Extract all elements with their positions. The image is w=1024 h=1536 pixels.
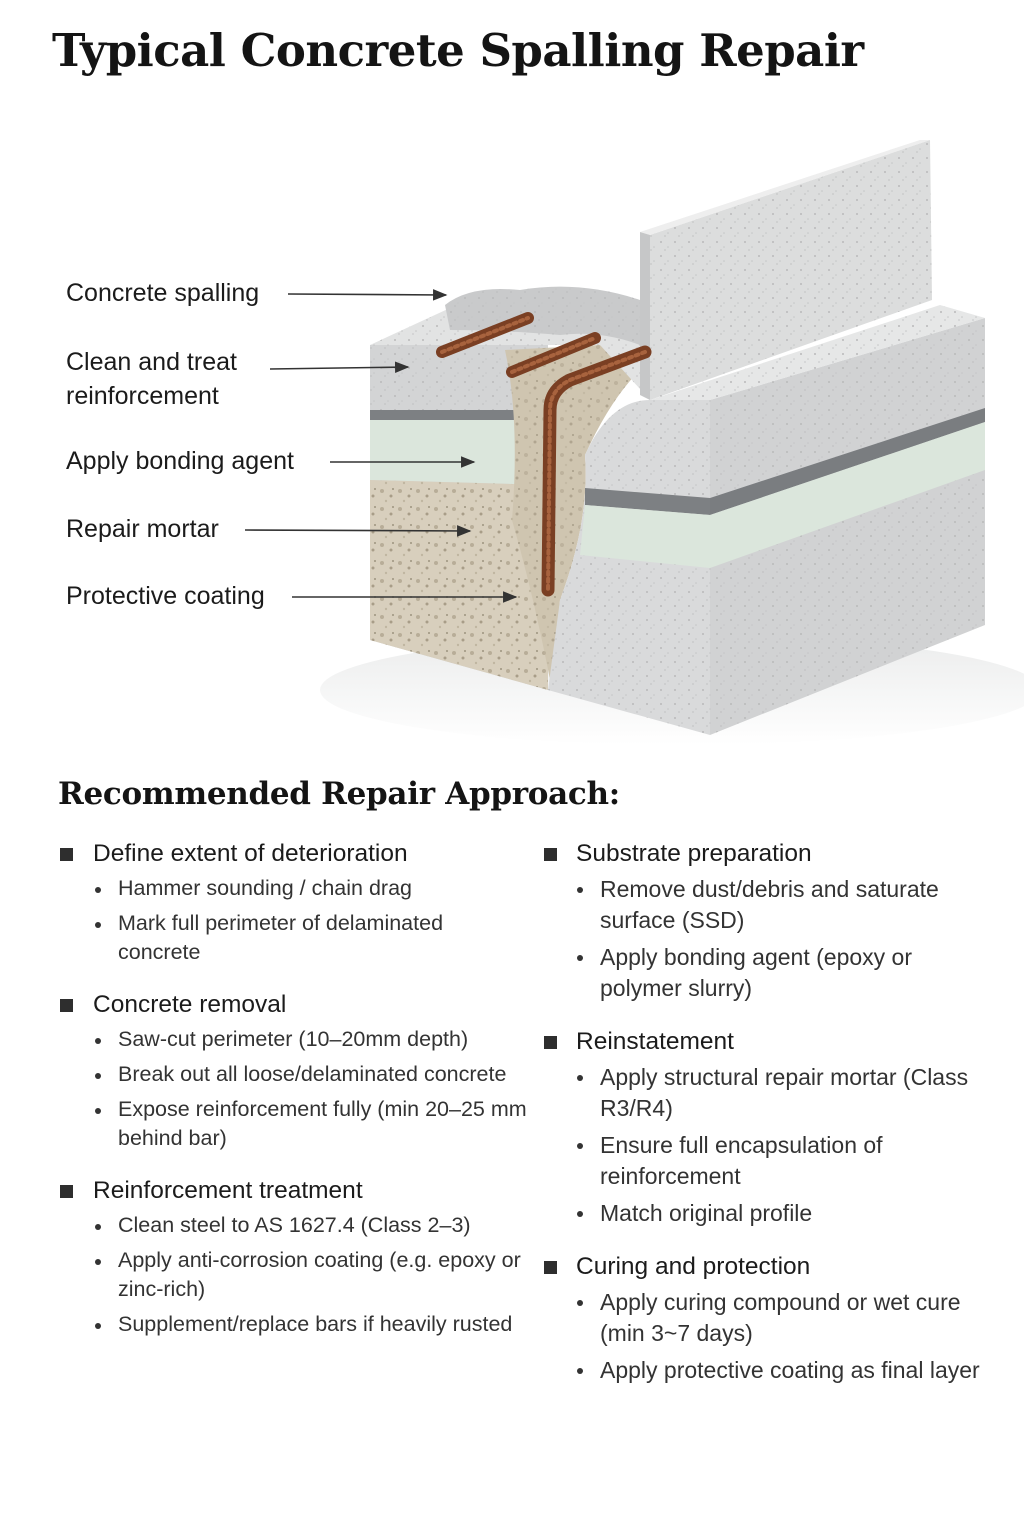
rebar-group — [436, 312, 652, 597]
bullet-dot-icon — [577, 1075, 583, 1081]
list-item: Clean steel to AS 1627.4 (Class 2–3) — [60, 1211, 530, 1240]
step-reinstatement: Reinstatement Apply structural repair mo… — [544, 1026, 994, 1229]
bullet-dot-icon — [577, 1300, 583, 1306]
list-item: Break out all loose/delaminated concrete — [60, 1060, 530, 1089]
step-concrete-removal: Concrete removal Saw-cut perimeter (10–2… — [60, 989, 530, 1153]
list-item: Apply curing compound or wet cure (min 3… — [544, 1287, 994, 1349]
page-title: Typical Concrete Spalling Repair — [52, 24, 864, 77]
list-item: Expose reinforcement fully (min 20–25 mm… — [60, 1095, 530, 1153]
spalling-cross-section-diagram — [244, 140, 1024, 745]
upstand-wall — [640, 140, 932, 400]
bullet-dot-icon — [95, 1259, 101, 1265]
callout-protective-coating: Protective coating — [66, 582, 265, 610]
callout-clean-treat-reinforcement: Clean and treat reinforcement — [66, 348, 237, 410]
bullet-dot-icon — [95, 922, 101, 928]
list-item: Apply bonding agent (epoxy or polymer sl… — [544, 942, 994, 1004]
bullet-dot-icon — [95, 1108, 101, 1114]
bullet-dot-icon — [95, 1323, 101, 1329]
list-item: Match original profile — [544, 1198, 994, 1229]
bullet-dot-icon — [577, 1211, 583, 1217]
list-item: Apply structural repair mortar (Class R3… — [544, 1062, 994, 1124]
list-item: Supplement/replace bars if heavily ruste… — [60, 1310, 530, 1339]
list-item: Saw-cut perimeter (10–20mm depth) — [60, 1025, 530, 1054]
step-heading: Curing and protection — [576, 1253, 811, 1280]
step-curing-protection: Curing and protection Apply curing compo… — [544, 1251, 994, 1386]
leader-mortar — [244, 525, 472, 537]
step-heading: Reinforcement treatment — [93, 1177, 363, 1204]
step-reinforcement-treatment: Reinforcement treatment Clean steel to A… — [60, 1175, 530, 1339]
square-bullet-icon — [60, 1184, 73, 1198]
bullet-dot-icon — [95, 1038, 101, 1044]
block-front-right-face — [548, 400, 710, 735]
block-front-left-face — [370, 345, 548, 690]
bullet-dot-icon — [95, 1224, 101, 1230]
callout-apply-bonding-agent: Apply bonding agent — [66, 447, 294, 475]
step-define-extent: Define extent of deterioration Hammer so… — [60, 838, 530, 967]
callout-concrete-spalling: Concrete spalling — [66, 279, 260, 307]
approach-left-column: Define extent of deterioration Hammer so… — [60, 838, 530, 1361]
square-bullet-icon — [60, 998, 73, 1012]
list-item: Apply protective coating as final layer — [544, 1355, 994, 1386]
square-bullet-icon — [60, 847, 73, 861]
step-heading: Substrate preparation — [576, 840, 812, 867]
square-bullet-icon — [544, 847, 557, 861]
block-right-side-face — [710, 318, 985, 735]
callout-repair-mortar: Repair mortar — [66, 515, 219, 543]
list-item: Apply anti-corrosion coating (e.g. epoxy… — [60, 1246, 530, 1304]
step-heading: Reinstatement — [576, 1028, 734, 1055]
leader-spalling — [287, 289, 448, 301]
list-item: Ensure full encapsulation of reinforceme… — [544, 1130, 994, 1192]
section-title: Recommended Repair Approach: — [58, 776, 620, 812]
bullet-dot-icon — [577, 1143, 583, 1149]
square-bullet-icon — [544, 1260, 557, 1274]
step-substrate-preparation: Substrate preparation Remove dust/debris… — [544, 838, 994, 1004]
step-heading: Define extent of deterioration — [93, 840, 408, 867]
bullet-dot-icon — [577, 1368, 583, 1374]
list-item: Remove dust/debris and saturate surface … — [544, 874, 994, 936]
leader-lines — [244, 289, 518, 603]
bullet-dot-icon — [95, 1073, 101, 1079]
list-item: Hammer sounding / chain drag — [60, 874, 530, 903]
step-heading: Concrete removal — [93, 991, 287, 1018]
list-item: Mark full perimeter of delaminated concr… — [60, 909, 530, 967]
bullet-dot-icon — [95, 887, 101, 893]
leader-treat — [269, 361, 410, 373]
square-bullet-icon — [544, 1035, 557, 1049]
approach-right-column: Substrate preparation Remove dust/debris… — [544, 838, 994, 1408]
bullet-dot-icon — [577, 955, 583, 961]
bullet-dot-icon — [577, 887, 583, 893]
